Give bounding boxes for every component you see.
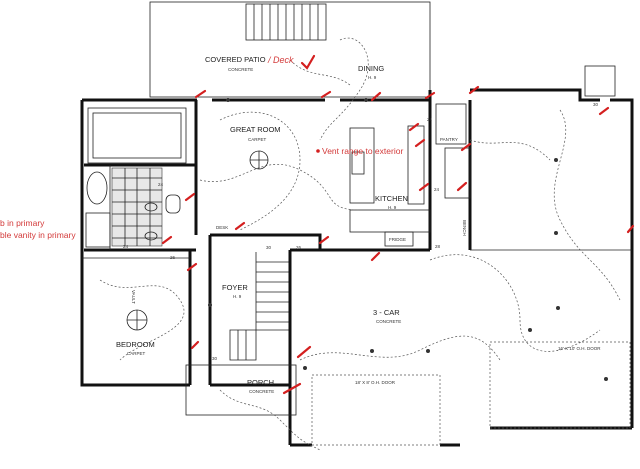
tub xyxy=(86,171,108,205)
foyer-height: H. 9 xyxy=(233,294,242,299)
vault-label: VAULT xyxy=(131,290,136,304)
dimension-label: 26 xyxy=(170,255,176,260)
fixture-markers xyxy=(208,98,608,381)
great-room-material: CARPET xyxy=(248,137,267,142)
dimension-label: 24 xyxy=(427,117,433,122)
vanity-primary-note: ble vanity in primary xyxy=(0,230,76,240)
dimension-label: 30 xyxy=(266,245,272,250)
dimension-label: 26 xyxy=(296,245,302,250)
porch-label: PORCH xyxy=(247,378,274,387)
dimension-label: 28 xyxy=(435,244,441,249)
ceiling-fan-icon xyxy=(126,309,148,331)
dimension-label: 24 xyxy=(123,244,129,249)
bench-label: BENCH xyxy=(462,220,467,236)
toilet xyxy=(165,194,181,214)
garage-label: 3 - CAR xyxy=(373,308,400,317)
covered-patio-label: COVERED PATIO xyxy=(205,55,266,64)
covered-patio-material: CONCRETE xyxy=(228,67,253,72)
sink xyxy=(144,231,158,241)
red-markup: Vent range to exterior b in primary ble … xyxy=(0,54,635,395)
tile-floor xyxy=(111,167,163,247)
foyer-stairs xyxy=(229,252,291,361)
porch-material: CONCRETE xyxy=(249,389,274,394)
pantry-label: PANTRY xyxy=(440,137,458,142)
desk-label: DESK xyxy=(216,225,228,230)
bedroom-material: CARPET xyxy=(127,351,146,356)
great-room-label: GREAT ROOM xyxy=(230,125,281,134)
garage-door-2-label: 18' X 8' O.H. DOOR xyxy=(355,380,396,385)
dimension-labels: 24 24 24 30 26 26 30 30 24 28 xyxy=(123,102,599,361)
kitchen-label: KITCHEN xyxy=(375,194,408,203)
fridge-label: FRIDGE xyxy=(389,237,406,242)
bedroom-label: BEDROOM xyxy=(116,340,155,349)
patio-stairs xyxy=(245,3,327,41)
garage-material: CONCRETE xyxy=(376,319,401,324)
fridge-wall xyxy=(349,209,431,233)
dimension-label: 24 xyxy=(434,187,440,192)
garage-door-16x10 xyxy=(489,341,631,429)
dimension-label: 30 xyxy=(593,102,599,107)
walls xyxy=(80,1,634,447)
dimension-label: 30 xyxy=(212,356,218,361)
tub-primary-note: b in primary xyxy=(0,218,45,228)
garage-door-1-label: 16' X 10' O.H. DOOR xyxy=(558,346,601,351)
foyer-label: FOYER xyxy=(222,283,248,292)
dining-label: DINING xyxy=(358,64,384,73)
garage-door-18x8 xyxy=(311,374,441,446)
dining-height: H. 9 xyxy=(368,75,377,80)
vent-range-note: Vent range to exterior xyxy=(322,146,403,156)
sink xyxy=(144,202,158,212)
shower xyxy=(85,212,111,248)
dimension-label: 24 xyxy=(158,182,164,187)
room-labels: COVERED PATIO / Deck CONCRETE DINING H. … xyxy=(116,55,601,394)
kitchen-island xyxy=(349,127,375,204)
covered-patio-deck-note: / Deck xyxy=(267,55,294,65)
electrical-runs xyxy=(99,37,621,451)
ceiling-fan-icon xyxy=(249,150,269,170)
kitchen-height: H. 9 xyxy=(388,205,397,210)
